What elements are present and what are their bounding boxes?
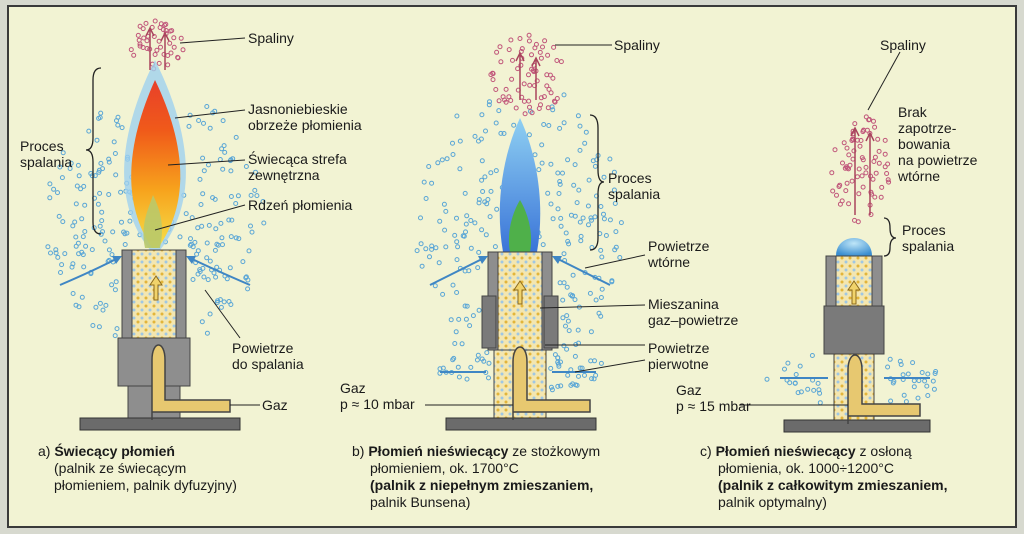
burner-base-b [446,418,596,430]
label-a-proces-1: Proces [20,138,64,154]
label-b-miesz-1: Mieszanina [648,296,719,312]
caption-c: c) Płomień nieświecący z osłoną płomieni… [700,443,1010,511]
label-b-pierw-1: Powietrze [648,340,709,356]
label-c-brak-1: Brak [898,104,927,120]
label-c-proces-2: spalania [902,238,954,254]
label-b-proces-1: Proces [608,170,652,186]
label-c-gaz-2: p ≈ 15 mbar [676,398,751,414]
label-a-jasno-1: Jasnoniebieskie [248,101,348,117]
label-a-rdzen: Rdzeń płomienia [248,197,352,213]
caption-c-line2: płomienia, ok. 1000÷1200°C [700,460,894,476]
caption-c-line3: (palnik z całkowitym zmieszaniem, [700,477,948,493]
burner-base-c [784,420,930,432]
label-a-swiec-1: Świecąca strefa [248,151,347,167]
caption-a: a) Świecący płomień (palnik ze świecącym… [38,443,338,494]
caption-b: b) Płomień nieświecący ze stożkowym płom… [352,443,692,511]
caption-a-prefix: a) [38,443,50,459]
label-b-wtorne-1: Powietrze [648,238,709,254]
label-b-gaz-2: p ≈ 10 mbar [340,396,415,412]
label-c-gaz-1: Gaz [676,382,702,398]
caption-a-line2: (palnik ze świecącym [38,460,186,476]
label-c-brak-5: wtórne [898,168,940,184]
label-b-gaz-1: Gaz [340,380,366,396]
label-a-proces-2: spalania [20,154,72,170]
caption-c-title: Płomień nieświecący [716,443,856,459]
caption-a-title: Świecący płomień [54,443,175,459]
label-a-pow-2: do spalania [232,356,304,372]
burner-base-a [80,418,240,430]
label-b-miesz-2: gaz–powietrze [648,312,738,328]
label-c-spaliny: Spaliny [880,37,926,53]
caption-c-prefix: c) [700,443,712,459]
caption-c-line4: palnik optymalny) [700,494,827,510]
label-c-proces-1: Proces [902,222,946,238]
label-b-proces-2: spalania [608,186,660,202]
caption-a-line3: płomieniem, palnik dyfuzyjny) [38,477,237,493]
caption-b-line3: (palnik z niepełnym zmieszaniem, [352,477,593,493]
caption-c-rest: z osłoną [856,443,912,459]
label-c-brak-4: na powietrze [898,152,977,168]
caption-b-title: Płomień nieświecący [368,443,508,459]
label-b-spaliny: Spaliny [614,37,660,53]
label-b-pierw-2: pierwotne [648,356,709,372]
label-c-brak-3: bowania [898,136,950,152]
label-a-pow-1: Powietrze [232,340,293,356]
label-a-spaliny: Spaliny [248,30,294,46]
label-c-brak-2: zapotrze- [898,120,956,136]
caption-b-prefix: b) [352,443,364,459]
label-b-wtorne-2: wtórne [648,254,690,270]
caption-b-line4: palnik Bunsena) [352,494,470,510]
caption-b-rest: ze stożkowym [508,443,600,459]
label-a-gaz: Gaz [262,397,288,413]
label-a-jasno-2: obrzeże płomienia [248,117,362,133]
label-a-swiec-2: zewnętrzna [248,167,320,183]
caption-b-line2: płomieniem, ok. 1700°C [352,460,519,476]
